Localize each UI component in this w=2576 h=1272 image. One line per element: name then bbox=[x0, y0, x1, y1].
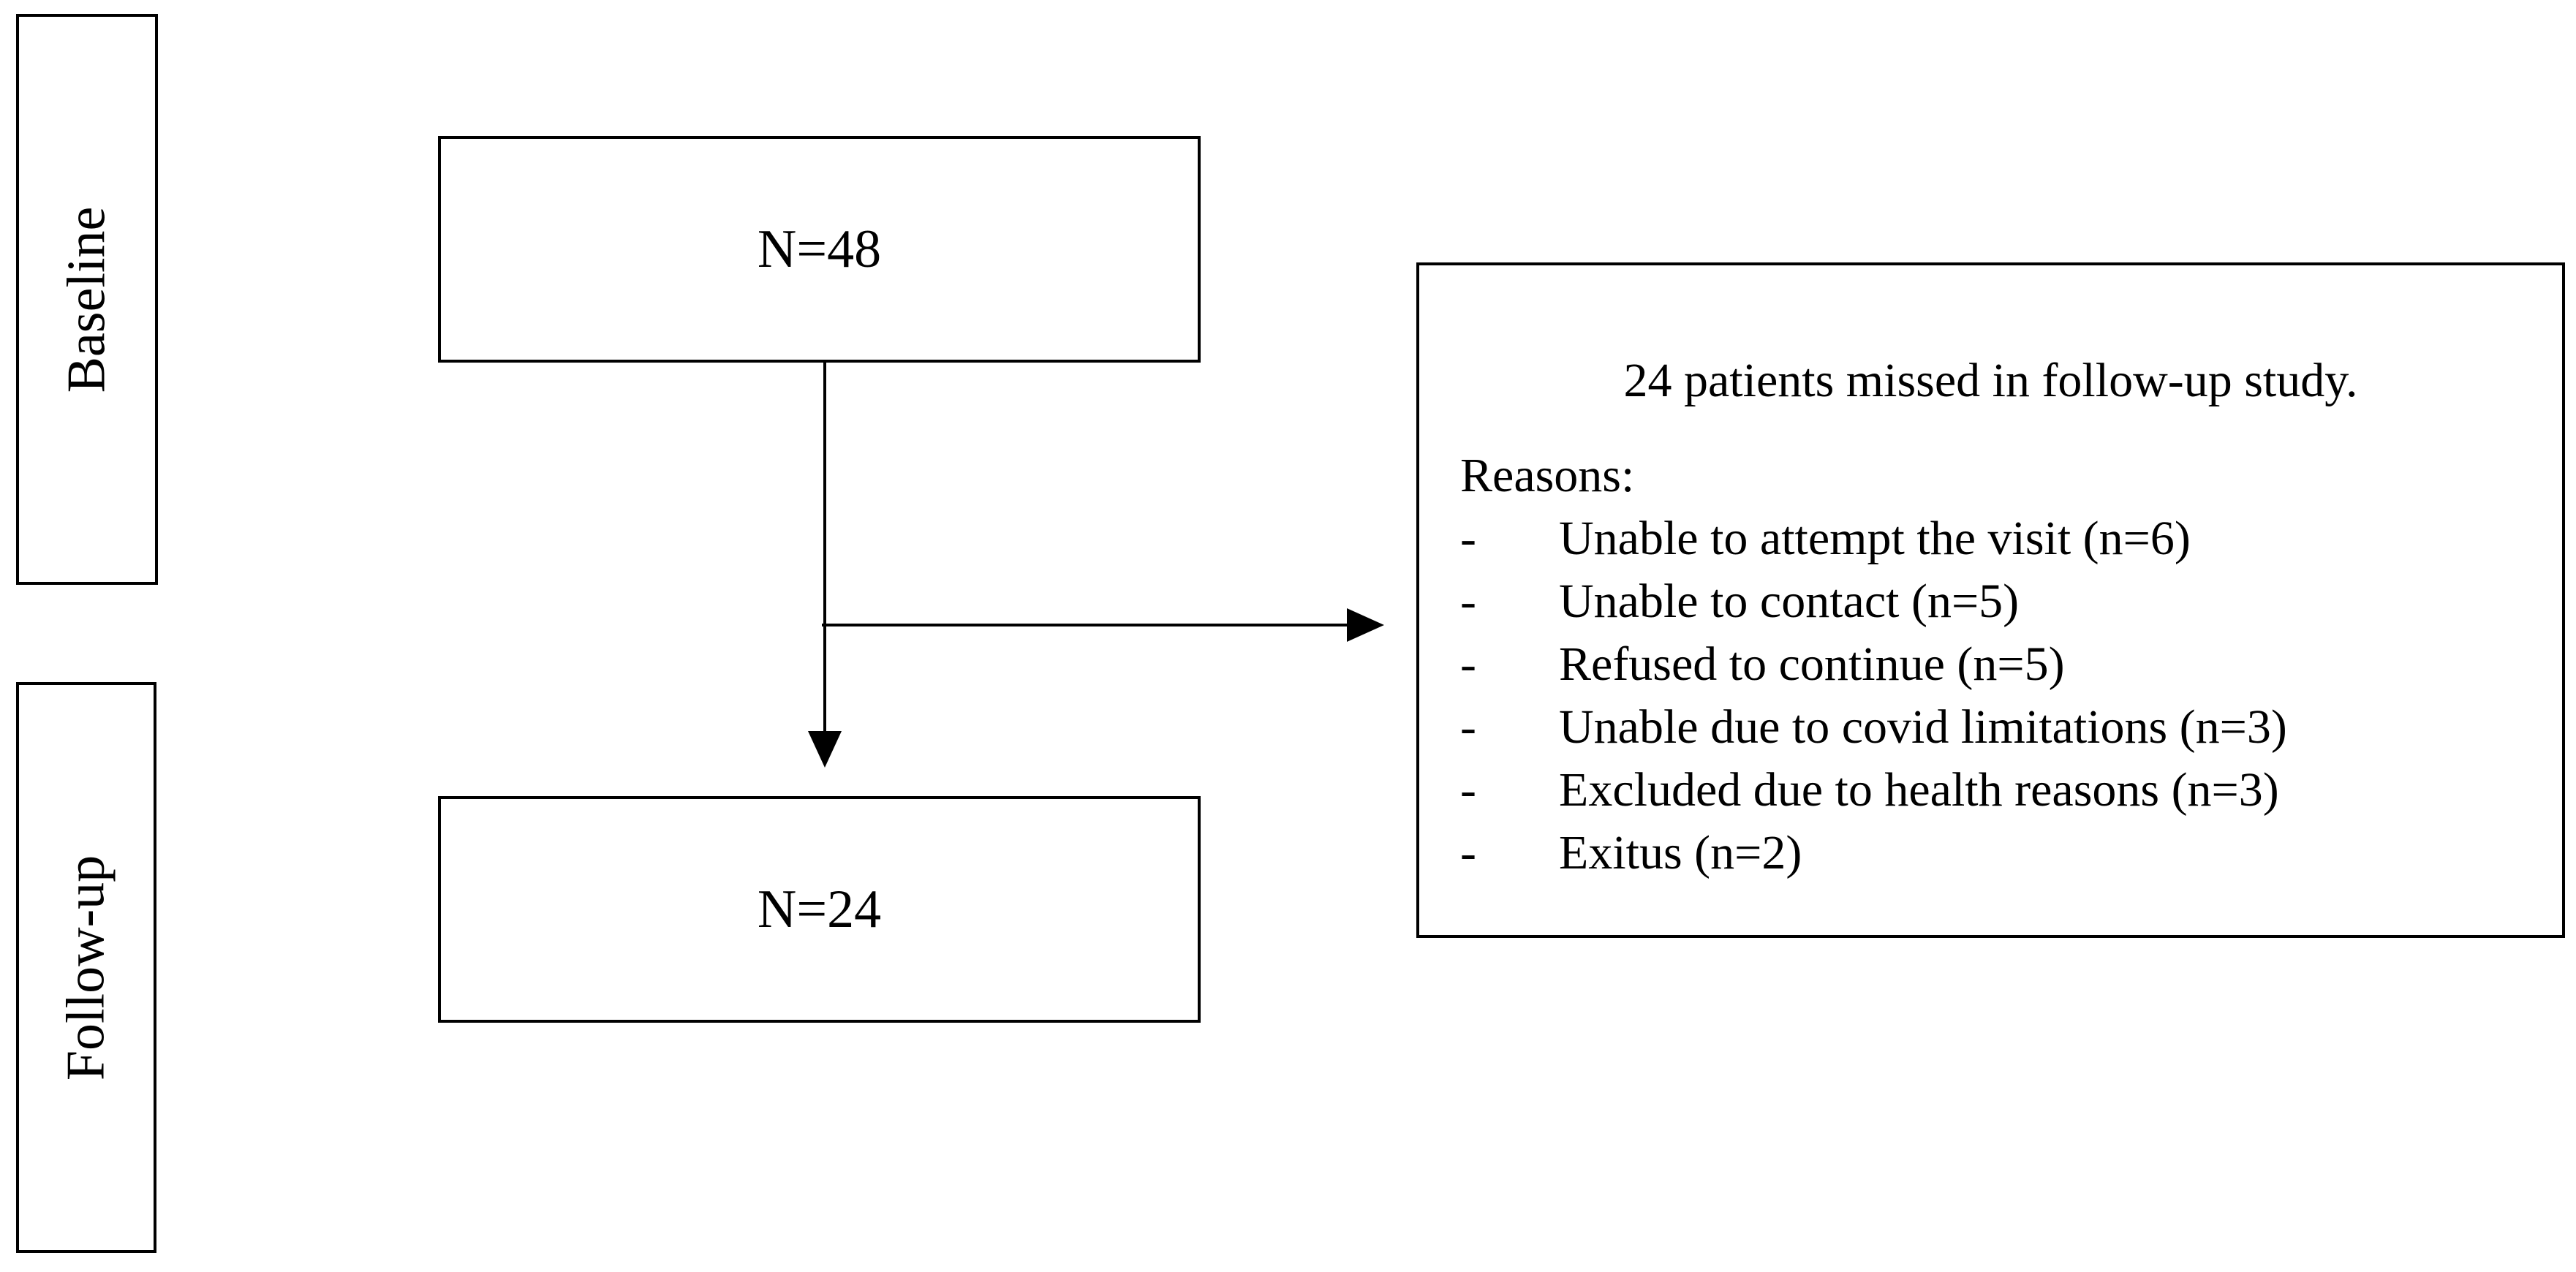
reason-bullet: - bbox=[1460, 637, 1476, 691]
baseline-count-box: N=48 bbox=[438, 136, 1201, 363]
reason-text: Refused to continue (n=5) bbox=[1559, 637, 2065, 691]
reason-bullet: - bbox=[1460, 512, 1476, 565]
reason-bullet: - bbox=[1460, 763, 1476, 817]
reasons-list: - Unable to attempt the visit (n=6) - Un… bbox=[1460, 507, 2287, 885]
baseline-phase-box: Baseline bbox=[16, 14, 158, 585]
reason-bullet: - bbox=[1460, 826, 1476, 879]
right-arrowhead bbox=[1347, 608, 1384, 642]
reason-text: Unable to attempt the visit (n=6) bbox=[1559, 512, 2191, 565]
reason-bullet: - bbox=[1460, 575, 1476, 628]
follow-up-count: N=24 bbox=[757, 879, 882, 939]
reason-bullet: - bbox=[1460, 700, 1476, 754]
reason-item: - Refused to continue (n=5) bbox=[1460, 633, 2287, 696]
down-arrowhead bbox=[808, 731, 842, 768]
baseline-count: N=48 bbox=[757, 219, 882, 279]
reason-item: - Unable to attempt the visit (n=6) bbox=[1460, 507, 2287, 570]
reason-text: Excluded due to health reasons (n=3) bbox=[1559, 763, 2279, 817]
follow-up-phase-box: Follow-up bbox=[16, 682, 156, 1253]
exclusion-headline: 24 patients missed in follow-up study. bbox=[1623, 354, 2358, 407]
reason-item: - Unable due to covid limitations (n=3) bbox=[1460, 696, 2287, 759]
reason-text: Unable due to covid limitations (n=3) bbox=[1559, 700, 2287, 754]
reason-item: - Unable to contact (n=5) bbox=[1460, 570, 2287, 633]
reason-item: - Exitus (n=2) bbox=[1460, 822, 2287, 885]
reasons-heading: Reasons: bbox=[1460, 449, 1635, 502]
exclusion-reasons-box: 24 patients missed in follow-up study. R… bbox=[1416, 262, 2565, 938]
reason-item: - Excluded due to health reasons (n=3) bbox=[1460, 759, 2287, 822]
reason-text: Unable to contact (n=5) bbox=[1559, 575, 2020, 628]
baseline-phase-label: Baseline bbox=[56, 206, 117, 393]
follow-up-phase-label: Follow-up bbox=[56, 855, 116, 1080]
reason-text: Exitus (n=2) bbox=[1559, 826, 1802, 879]
follow-up-count-box: N=24 bbox=[438, 796, 1201, 1023]
